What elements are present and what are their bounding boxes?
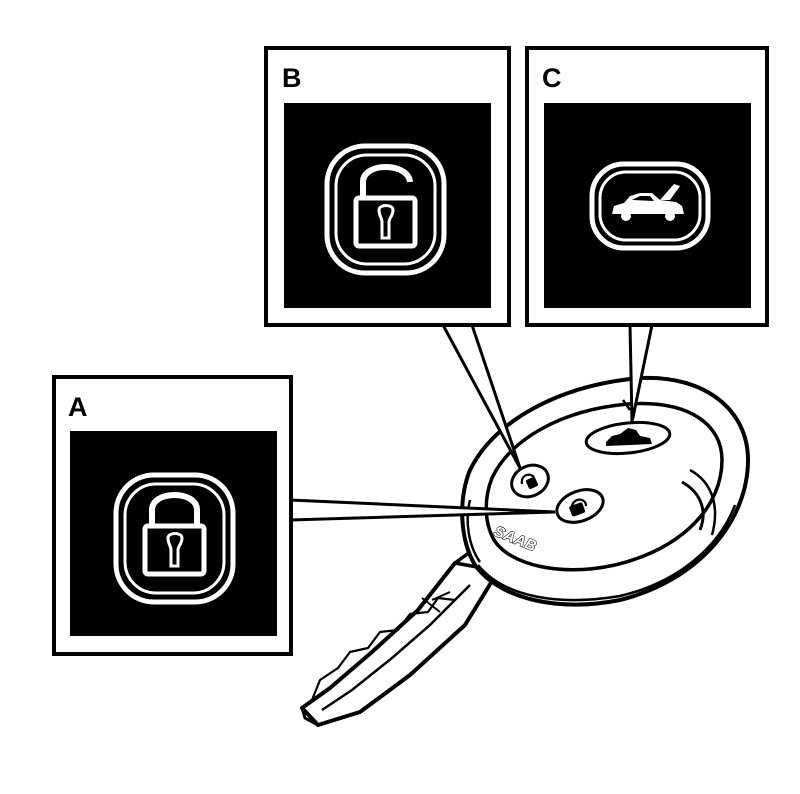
fob-seam <box>621 399 632 411</box>
key-fob-body <box>460 375 751 607</box>
lock-open-icon <box>324 143 447 276</box>
lock-closed-icon <box>113 472 236 605</box>
callout-b-letter: B <box>282 63 302 93</box>
callout-a: A <box>52 375 293 656</box>
callout-c: C <box>525 46 769 327</box>
trunk-car-icon <box>589 161 711 251</box>
callout-b: B <box>264 46 511 327</box>
fob-button-b-unlock[interactable] <box>506 459 553 502</box>
fob-button-c-trunk[interactable] <box>584 419 672 458</box>
leader-lines <box>289 324 654 522</box>
callout-a-letter: A <box>68 392 88 422</box>
key-blade <box>300 550 517 727</box>
callout-c-letter: C <box>542 63 562 93</box>
fob-button-a-lock[interactable] <box>552 484 607 529</box>
